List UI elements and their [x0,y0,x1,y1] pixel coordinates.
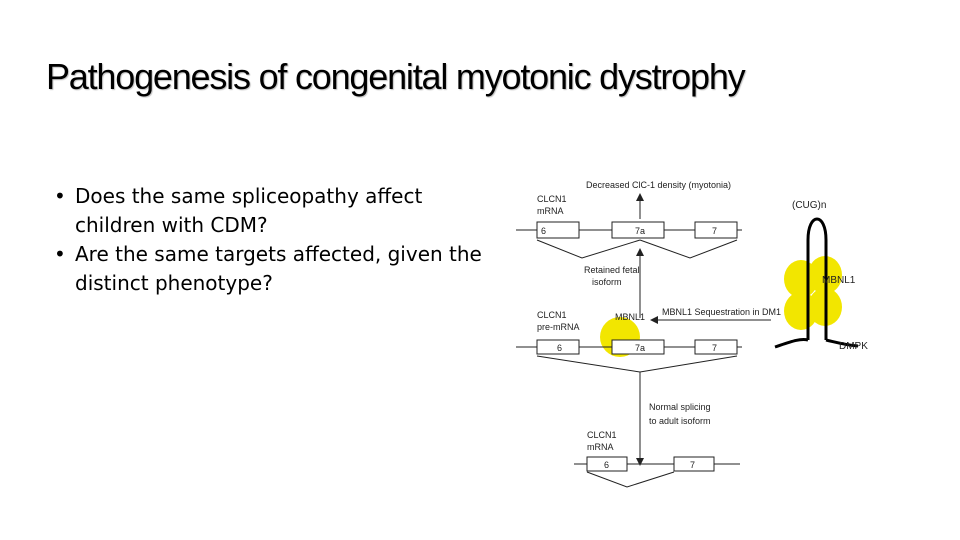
dmpk-label: DMPK [839,341,868,352]
exon-label: 7 [712,226,717,236]
hairpin-mbnl1-label: MBNL1 [822,275,856,286]
splice-arc [639,239,738,259]
top-mrna-label-1: CLCN1 [537,194,567,204]
exon-label: 7 [690,460,695,470]
top-mrna-label-2: mRNA [537,206,564,216]
exon-box [673,456,715,472]
normal-splicing-label-2: to adult isoform [649,416,711,426]
bullet-list: • Does the same spliceopathy affect child… [54,182,488,298]
bottom-mrna-label-2: mRNA [587,442,614,452]
retained-label-2: isoform [592,277,622,287]
myotonia-label: Decreased ClC-1 density (myotonia) [586,180,731,190]
cug-repeat-label: (CUG)n [792,200,826,211]
exon-label: 6 [604,460,609,470]
bottom-mrna-label-1: CLCN1 [587,430,617,440]
exon-box [586,456,628,472]
sequestration-label: MBNL1 Sequestration in DM1 [662,307,781,317]
exon-box [536,221,580,239]
exon-box [536,339,580,355]
bullet-text: Does the same spliceopathy affect childr… [75,184,423,237]
cug-hairpin [806,217,828,340]
bullet-item: • Does the same spliceopathy affect child… [54,182,488,240]
retained-label-1: Retained fetal [584,265,640,275]
slide-title: Pathogenesis of congenital myotonic dyst… [46,56,746,97]
exon-box [611,221,665,239]
bullet-dot: • [54,184,66,208]
exon-label: 7a [635,226,645,236]
exon-box [694,221,738,239]
bullet-item: • Are the same targets affected, given th… [54,240,488,298]
exon-label: 6 [557,343,562,353]
exon-box [694,339,738,355]
splice-arc [536,355,738,373]
bullet-text: Are the same targets affected, given the… [75,242,482,295]
normal-splicing-label-1: Normal splicing [649,402,711,412]
splice-arc [586,471,675,488]
top-exon-row: 6 7a 7 [516,221,742,239]
exon-box [611,339,665,355]
mid-exon-row: 6 7a 7 [516,339,742,355]
exon-label: 7a [635,343,645,353]
splice-arc [536,239,641,259]
dmpk-strand [774,338,859,349]
exon-label: 7 [712,343,717,353]
bottom-exon-row: 6 7 [574,456,740,472]
bullet-dot: • [54,242,66,266]
pre-mrna-label-2: pre-mRNA [537,322,580,332]
mbnl1-label: MBNL1 [615,312,645,322]
pre-mrna-label-1: CLCN1 [537,310,567,320]
exon-label: 6 [541,226,546,236]
